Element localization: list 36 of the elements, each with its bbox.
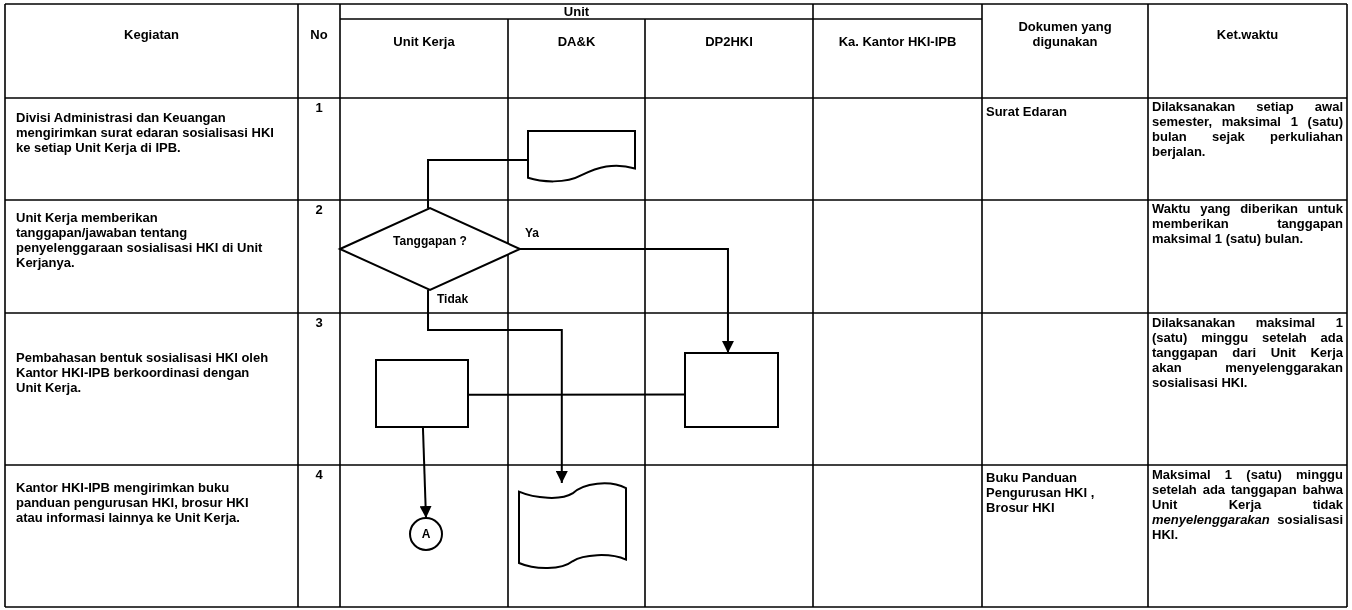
connector-line: [467, 393, 686, 396]
decision-diamond: Tanggapan ?: [340, 208, 520, 290]
table-cell-text: Dilaksanakan maksimal 1 (satu) minggu setelah ada tanggapan dari Unit Kerja akan menyelenggarakan sosialisasi HKI.: [1152, 315, 1343, 390]
edge-label: Ya: [524, 226, 540, 240]
column-header: DP2HKI: [704, 34, 754, 49]
tape-shape: [519, 483, 626, 570]
connector-line: [427, 159, 529, 209]
table-cell-text: Divisi Administrasi dan Keuangan mengirimkan surat edaran sosialisasi HKI ke setiap Unit Kerja di IPB.: [16, 110, 275, 155]
arrow: [419, 426, 432, 519]
table-cell-text: 2: [314, 202, 324, 217]
column-header: Dokumen yang digunakan: [1017, 19, 1113, 49]
table-cell-text: 3: [314, 315, 324, 330]
table-cell-text: Unit Kerja memberikan tanggapan/jawaban tentang penyelenggaraan sosialisasi HKI di Unit Kerjanya.: [16, 210, 264, 270]
table-cell-text: Dilaksanakan setiap awal semester, maksimal 1 (satu) bulan sejak perkuliahan berjalan.: [1152, 99, 1343, 159]
table-cell-text: Buku Panduan Pengurusan HKI , Brosur HKI: [986, 470, 1096, 515]
connector-circle: A: [410, 518, 442, 550]
arrow: [427, 289, 568, 484]
column-header: No: [309, 26, 329, 42]
edge-label: Tidak: [436, 292, 470, 306]
table-cell-text: 4: [314, 467, 324, 482]
table-cell-text: 1: [314, 100, 324, 115]
column-header: Kegiatan: [123, 26, 180, 42]
table-cell-text: Pembahasan bentuk sosialisasi HKI oleh Kantor HKI-IPB berkoordinasi dengan Unit Kerja.: [16, 350, 270, 395]
arrow: [519, 248, 734, 354]
table-cell-text: Surat Edaran: [986, 104, 1068, 119]
document-shape: [528, 131, 635, 183]
process-box: [376, 360, 468, 427]
column-header: Ket.waktu: [1215, 26, 1280, 42]
column-header: Ka. Kantor HKI-IPB: [837, 34, 958, 49]
table-cell-text: Maksimal 1 (satu) minggu setelah ada tanggapan bahwa Unit Kerja tidak menyelenggarakan sosialisasi HKI.: [1152, 467, 1343, 542]
column-header: Unit Kerja: [392, 34, 456, 49]
process-box: [685, 353, 778, 427]
table-cell-text: Kantor HKI-IPB mengirimkan buku panduan pengurusan HKI, brosur HKI atau informasi lainnya ke Unit Kerja.: [16, 480, 250, 525]
column-header: DA&K: [556, 34, 597, 49]
table-cell-text: Waktu yang diberikan untuk memberikan tanggapan maksimal 1 (satu) bulan.: [1152, 201, 1343, 246]
column-header: Unit: [562, 4, 591, 19]
